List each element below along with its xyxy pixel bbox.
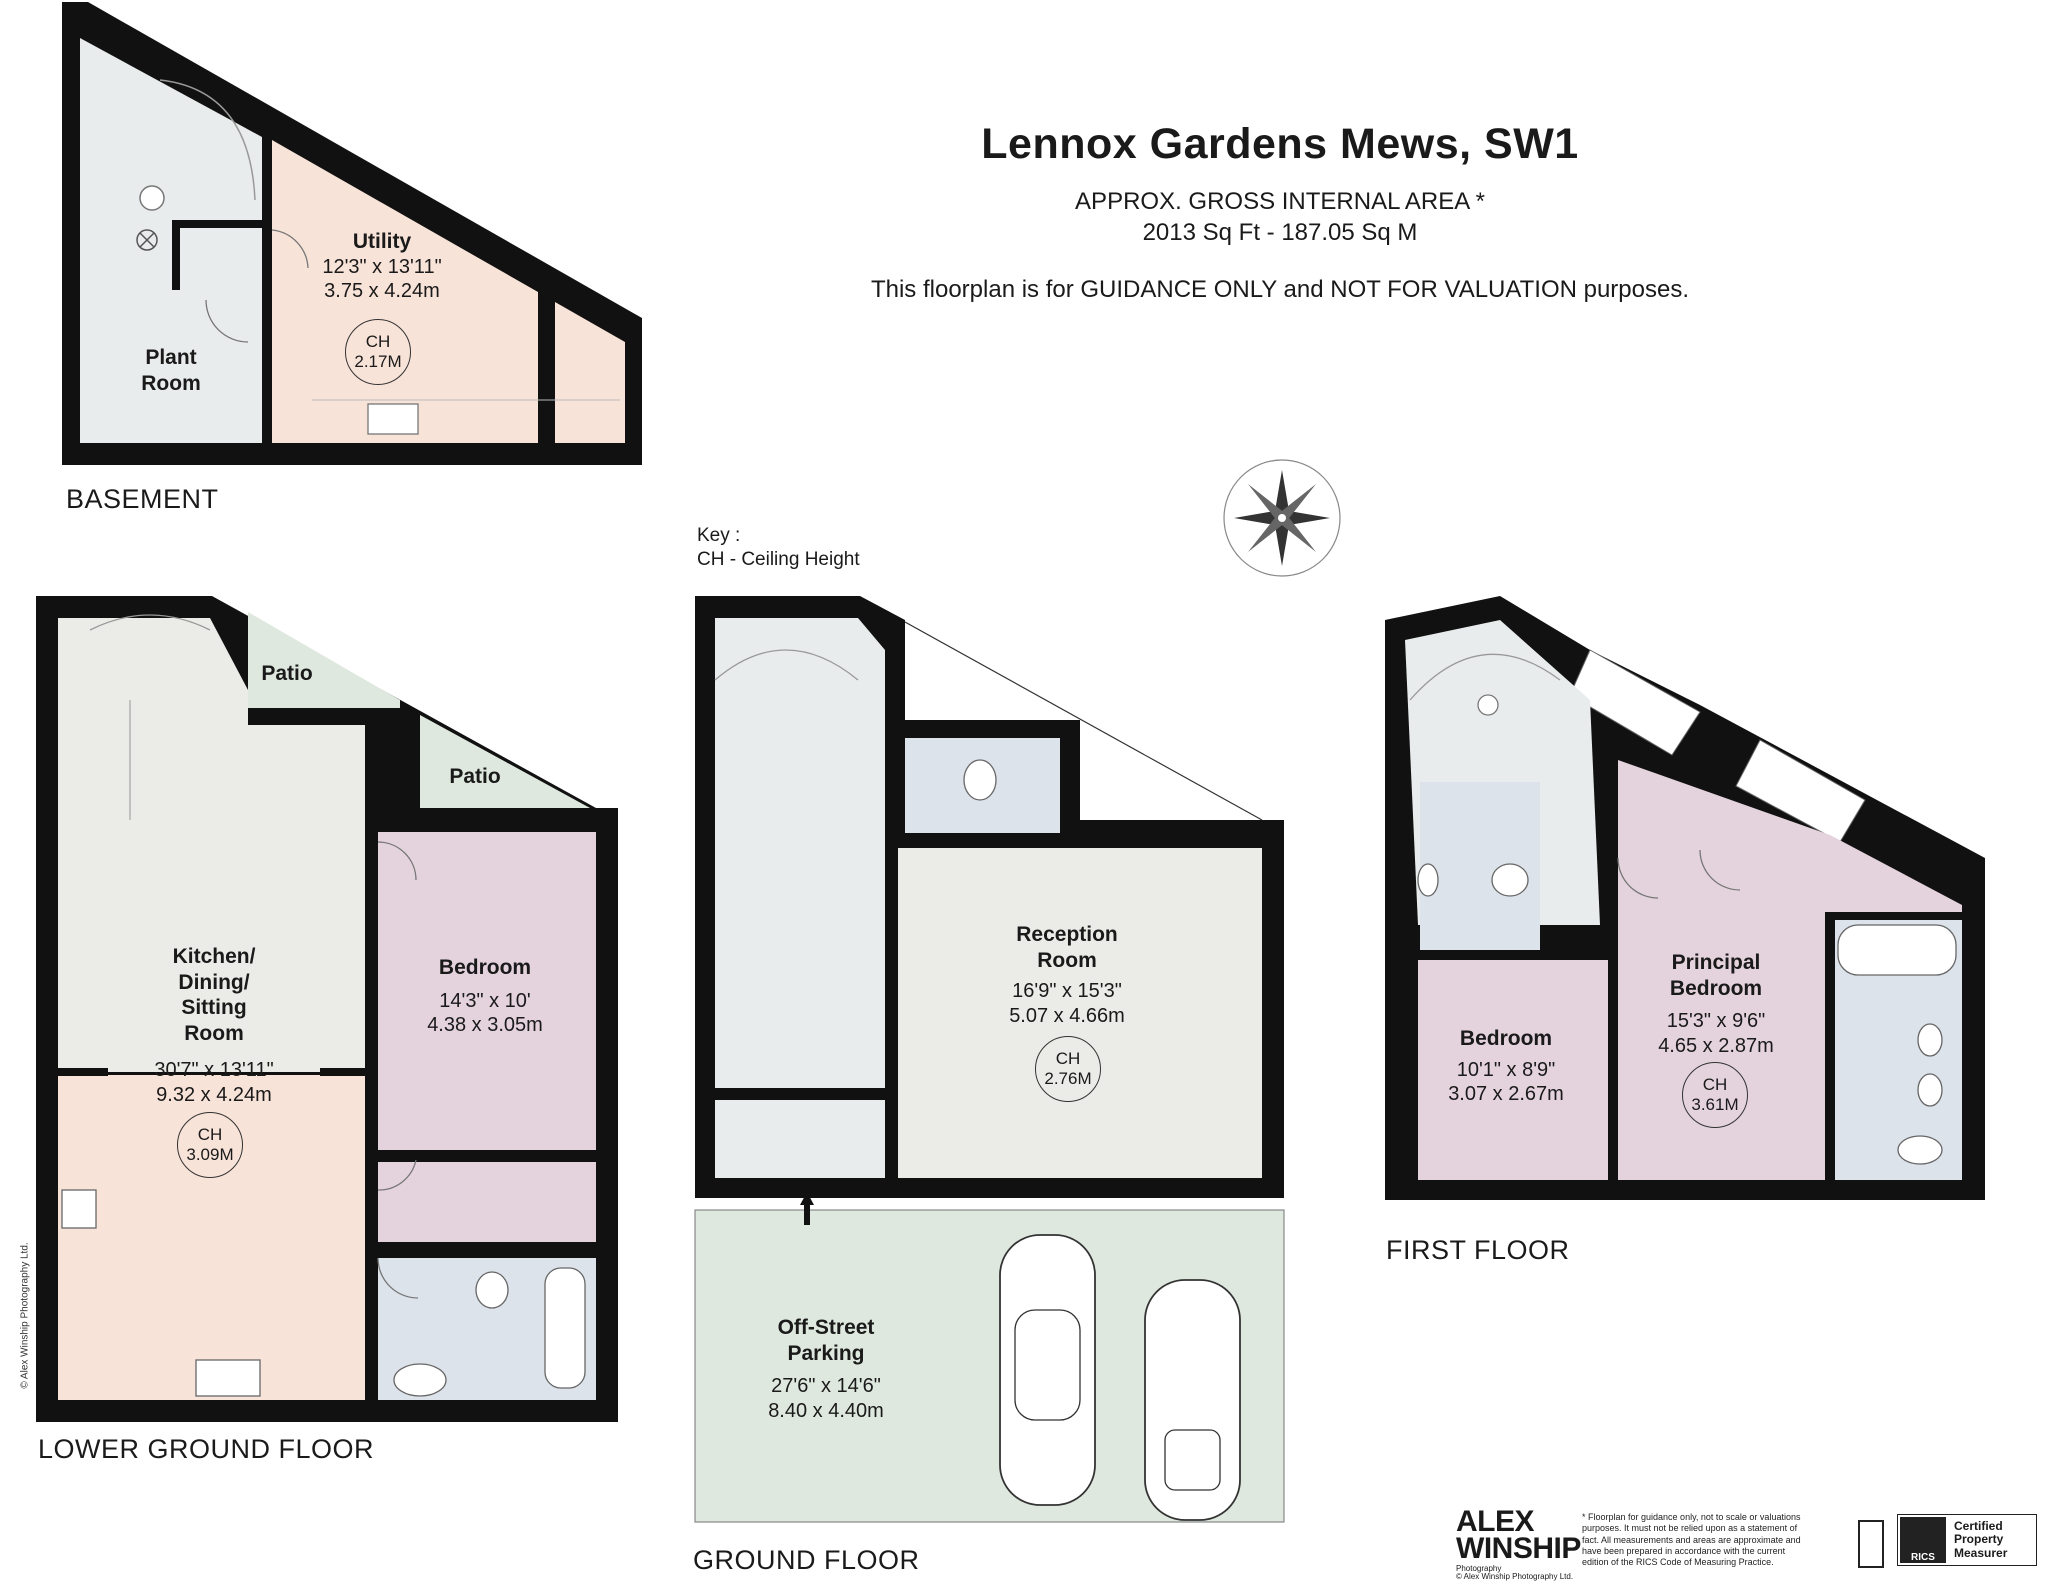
patio-2-fill xyxy=(420,715,590,808)
room-name: Off-Street Parking xyxy=(777,1316,875,1365)
floor-label-first: FIRST FLOOR xyxy=(1386,1235,1570,1265)
room-metric: 5.07 x 4.66m xyxy=(1009,1004,1125,1027)
side-copyright: © Alex Winship Photography Ltd. xyxy=(19,1242,31,1389)
room-patio-2: Patio xyxy=(449,764,500,790)
measurement-badge-icon xyxy=(1858,1520,1884,1568)
ceiling-height-badge: CH 2.76M xyxy=(1035,1036,1101,1102)
area-label: APPROX. GROSS INTERNAL AREA * xyxy=(1075,188,1485,215)
room-name: Bedroom xyxy=(438,956,532,979)
room-principal: Principal Bedroom 15'3" x 9'6" 4.65 x 2.… xyxy=(1658,950,1774,1058)
room-imperial: 30'7" x 13'11" xyxy=(154,1059,274,1082)
room-metric: 3.75 x 4.24m xyxy=(324,280,440,302)
room-name: Patio xyxy=(261,662,313,685)
basement-plan xyxy=(62,2,642,465)
utility-fill xyxy=(272,140,538,443)
hallway-fill xyxy=(715,618,885,1088)
room-utility: Utility 12'3" x 13'11" 3.75 x 4.24m xyxy=(322,229,441,303)
ceiling-height-badge: CH 2.17M xyxy=(345,319,411,385)
room-name: Utility xyxy=(352,230,412,253)
room-metric: 4.38 x 3.05m xyxy=(427,1014,543,1036)
room-reception: Reception Room 16'9" x 15'3" 5.07 x 4.66… xyxy=(1009,922,1125,1028)
patio-1-fill xyxy=(248,612,400,708)
room-metric: 3.07 x 2.67m xyxy=(1448,1083,1564,1105)
room-name: Plant Room xyxy=(141,346,201,395)
reception-fill xyxy=(898,848,1262,1178)
lower-ground-plan xyxy=(36,596,618,1422)
ff-bedroom-fill xyxy=(1418,960,1608,1180)
room-metric: 8.40 x 4.40m xyxy=(768,1399,884,1422)
room-imperial: 12'3" x 13'11" xyxy=(322,255,442,278)
room-parking: Off-Street Parking 27'6" x 14'6" 8.40 x … xyxy=(768,1315,884,1423)
ground-plan xyxy=(694,596,1285,1523)
floor-label-ground: GROUND FLOOR xyxy=(693,1545,920,1575)
room-imperial: 27'6" x 14'6" xyxy=(771,1375,881,1398)
room-name: Bedroom xyxy=(1459,1027,1553,1050)
floor-label-lower-ground: LOWER GROUND FLOOR xyxy=(38,1434,375,1464)
room-ff-bedroom: Bedroom 10'1" x 8'9" 3.07 x 2.67m xyxy=(1448,1026,1564,1106)
alex-winship-logo: ALEX WINSHIP Photography © Alex Winship … xyxy=(1456,1505,1581,1582)
room-imperial: 15'3" x 9'6" xyxy=(1666,1010,1766,1033)
rics-badge: RICS Certified Property Measurer xyxy=(1897,1514,2037,1566)
room-imperial: 16'9" x 15'3" xyxy=(1012,980,1122,1003)
car-2 xyxy=(1144,1279,1241,1521)
room-imperial: 10'1" x 8'9" xyxy=(1456,1058,1556,1081)
room-imperial: 14'3" x 10' xyxy=(439,989,531,1012)
room-patio-1: Patio xyxy=(261,661,312,687)
lg-bedroom-fill xyxy=(378,832,596,1150)
room-name: Principal Bedroom xyxy=(1669,951,1763,1000)
car-1 xyxy=(999,1234,1096,1506)
room-metric: 4.65 x 2.87m xyxy=(1658,1034,1774,1057)
room-metric: 9.32 x 4.24m xyxy=(156,1083,272,1106)
plan-title: Lennox Gardens Mews, SW1 xyxy=(981,120,1579,168)
ceiling-height-badge: CH 3.61M xyxy=(1682,1062,1748,1128)
area-value: 2013 Sq Ft - 187.05 Sq M xyxy=(1142,219,1418,246)
plant-room-fill xyxy=(80,38,262,443)
disclaimer-text: * Floorplan for guidance only, not to sc… xyxy=(1582,1512,1801,1567)
key-title: Key : xyxy=(697,525,741,546)
floor-label-basement: BASEMENT xyxy=(66,484,219,514)
guidance-note: This floorplan is for GUIDANCE ONLY and … xyxy=(870,276,1690,303)
room-name: Patio xyxy=(449,765,501,788)
kitchen-upper-fill xyxy=(58,618,365,1072)
ceiling-height-badge: CH 3.09M xyxy=(177,1112,243,1178)
first-plan xyxy=(1385,596,1985,1200)
room-plant: Plant Room xyxy=(141,345,201,396)
room-lg-bedroom: Bedroom 14'3" x 10' 4.38 x 3.05m xyxy=(427,955,543,1037)
room-name: Reception Room xyxy=(1016,923,1118,972)
room-kitchen: Kitchen/ Dining/ Sitting Room 30'7" x 13… xyxy=(154,944,273,1107)
key-entry: CH - Ceiling Height xyxy=(697,549,860,570)
rics-mark-icon: RICS xyxy=(1900,1517,1946,1563)
room-name: Kitchen/ Dining/ Sitting Room xyxy=(172,945,256,1045)
compass-icon xyxy=(1223,459,1341,577)
